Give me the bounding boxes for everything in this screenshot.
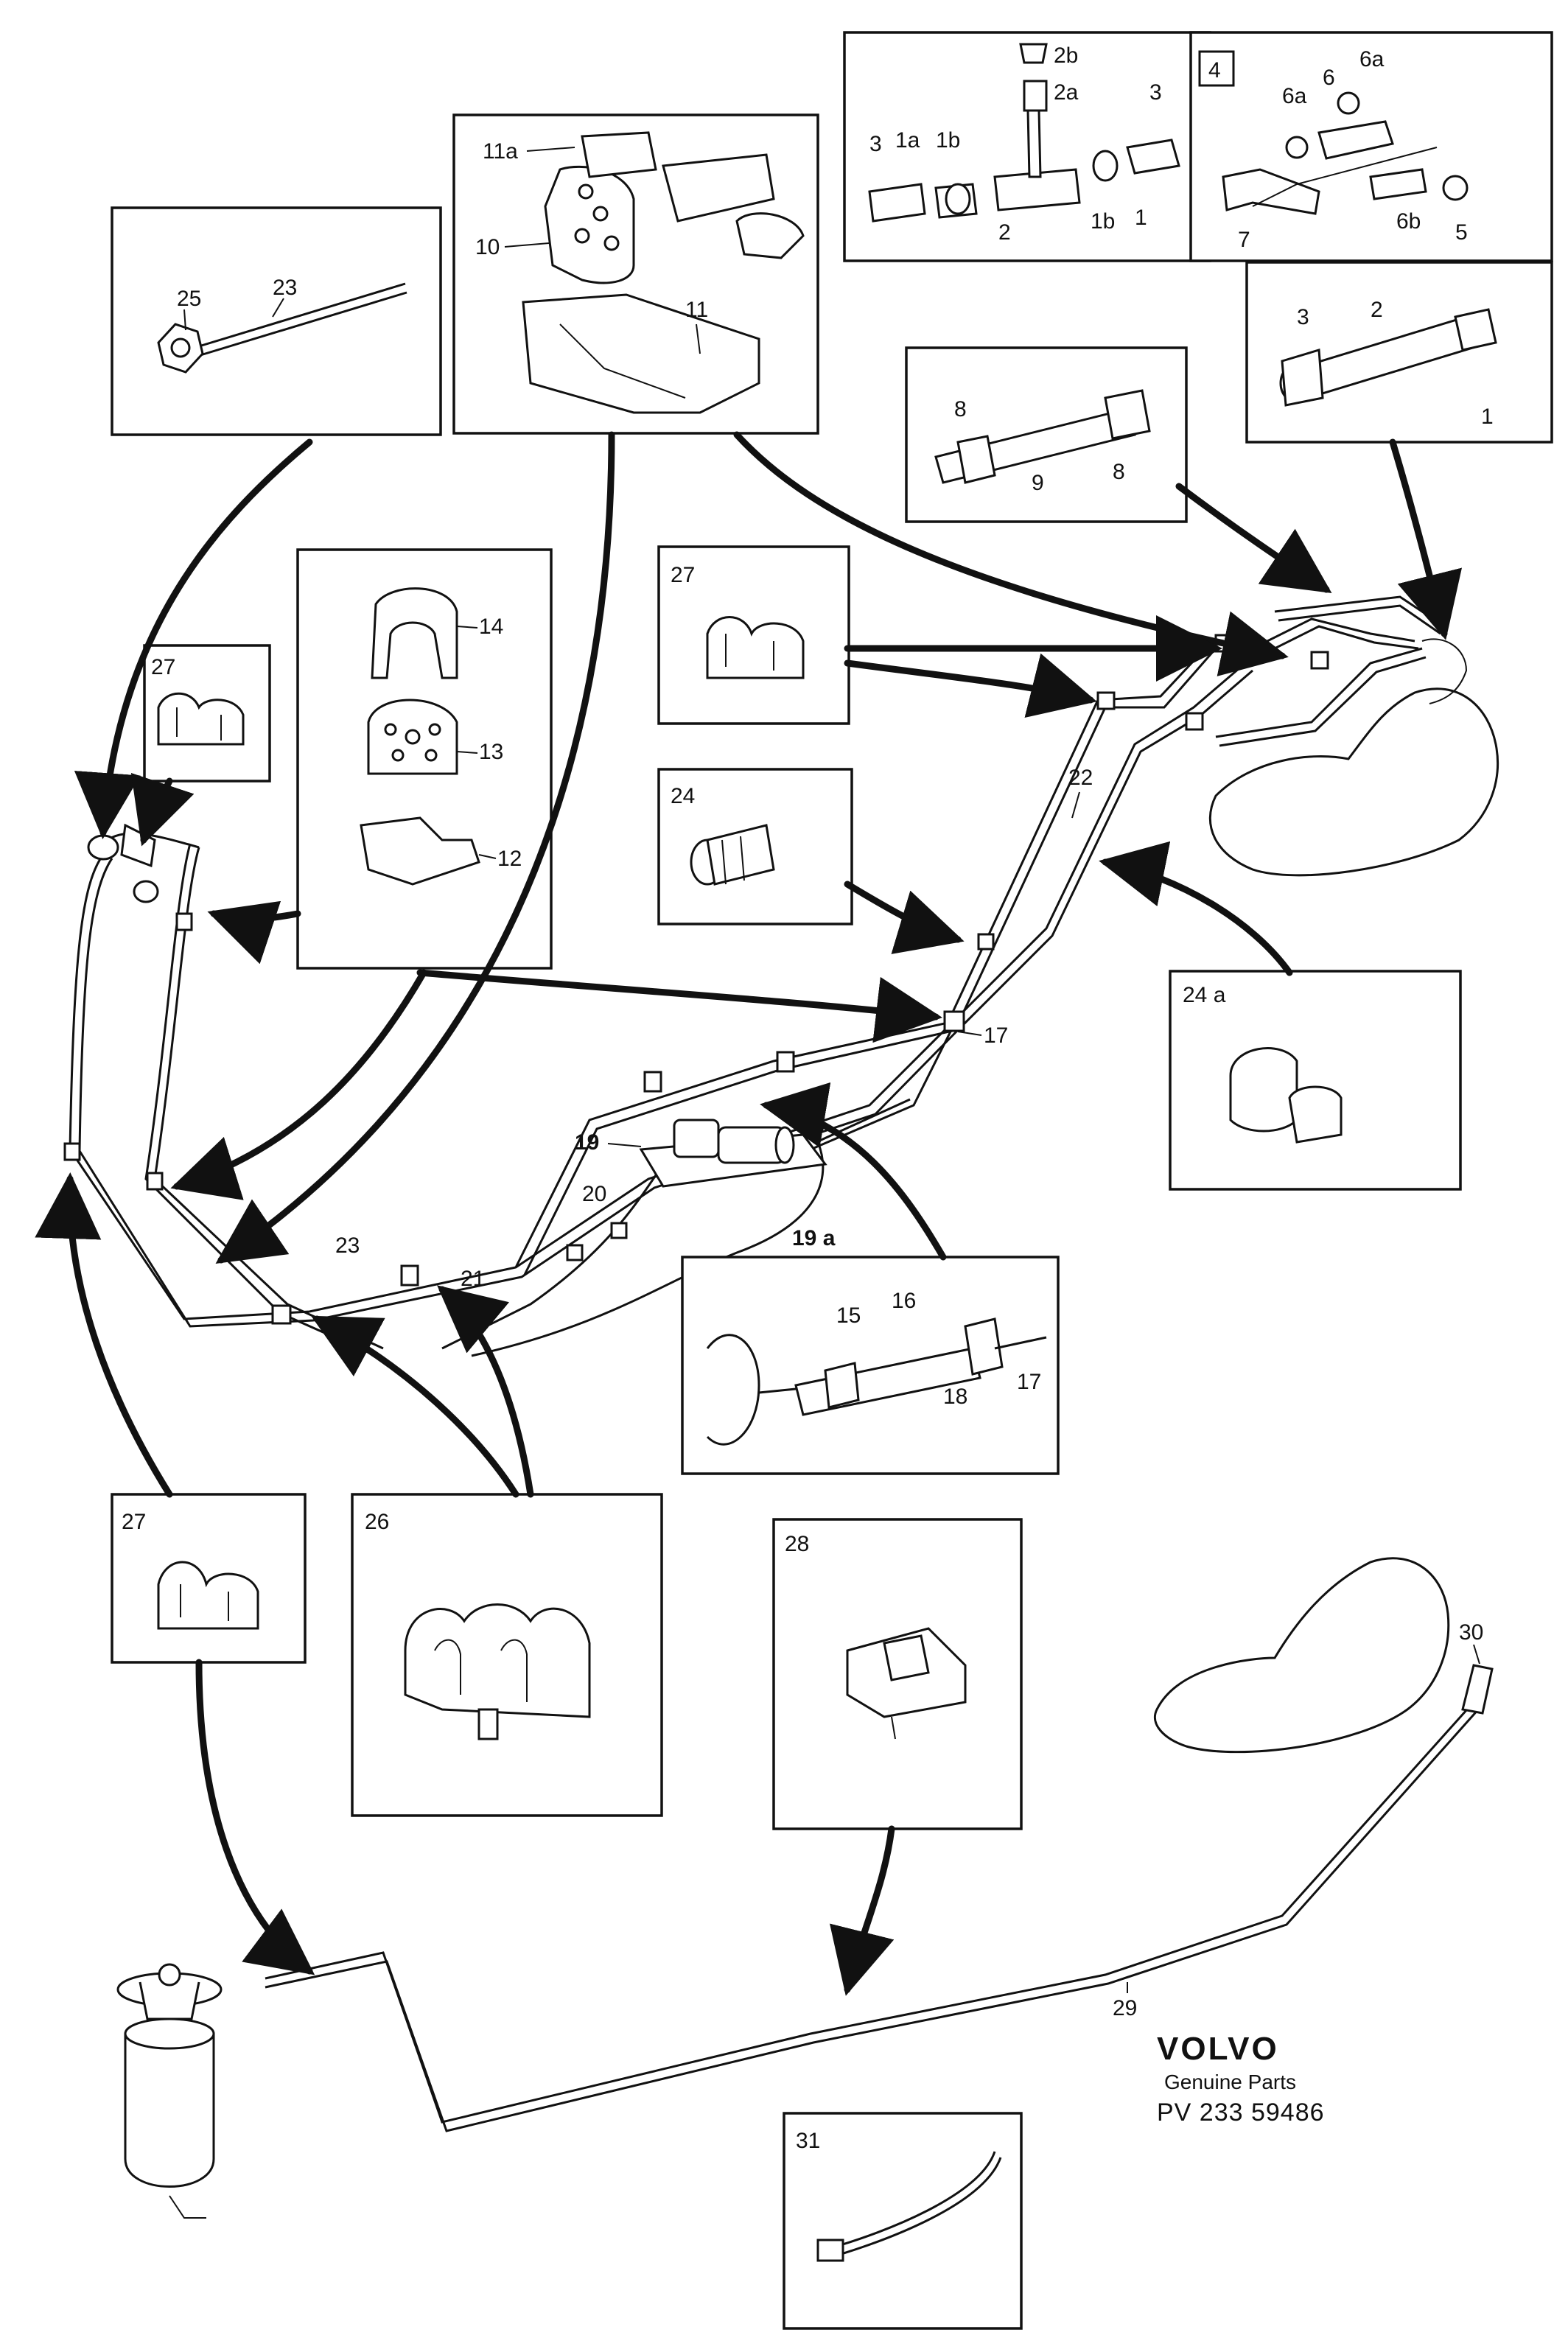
callout-6b: 6b — [1396, 209, 1421, 234]
callout-22: 22 — [1068, 766, 1093, 790]
callout-11a: 11a — [483, 139, 518, 164]
callout-29: 29 — [1113, 1996, 1137, 2020]
callout-23-box: 23 — [273, 276, 297, 300]
fuel-tank-upper — [1208, 638, 1499, 877]
callout-2b: 2b — [1054, 43, 1078, 68]
callout-6a-left: 6a — [1282, 84, 1307, 108]
part-reference: PV 233 59486 — [1157, 2099, 1325, 2127]
fuel-sender-unit — [116, 1963, 223, 2219]
callout-2a: 2a — [1054, 80, 1079, 105]
callout-19a: 19 a — [792, 1226, 836, 1250]
brand-block: VOLVO Genuine Parts PV 233 59486 — [1157, 2031, 1325, 2127]
callout-1a: 1a — [895, 128, 920, 153]
callout-6a-right: 6a — [1359, 47, 1385, 71]
callout-10: 10 — [475, 235, 500, 259]
callout-27-left: 27 — [151, 655, 175, 679]
callout-31: 31 — [796, 2129, 820, 2153]
callout-1b-bottom: 1b — [1091, 209, 1115, 234]
callout-5: 5 — [1455, 220, 1468, 245]
callout-6: 6 — [1323, 66, 1335, 90]
callout-1-tee: 1 — [1135, 206, 1147, 230]
detail-box-clips-12-14: 14 13 12 — [296, 548, 553, 970]
callout-4: 4 — [1208, 58, 1221, 83]
callout-30: 30 — [1459, 1620, 1483, 1645]
detail-box-26: 26 — [351, 1493, 663, 1817]
detail-box-27-mid: 27 — [657, 545, 850, 725]
brand-subtitle: Genuine Parts — [1164, 2071, 1296, 2093]
detail-box-hose-clamp: 3 2 1 — [1245, 261, 1553, 444]
callout-1-hose: 1 — [1481, 405, 1494, 429]
detail-box-28: 28 — [772, 1518, 1023, 1830]
callout-18: 18 — [943, 1385, 967, 1409]
callout-24: 24 — [671, 784, 695, 808]
callout-20: 20 — [582, 1182, 606, 1206]
callout-27-bottom: 27 — [122, 1510, 146, 1534]
leader-curves — [35, 431, 1463, 1996]
callout-23: 23 — [335, 1233, 360, 1258]
detail-box-10-11: 11a 10 11 — [452, 113, 819, 435]
callout-3-tee-left: 3 — [869, 132, 882, 156]
callout-21: 21 — [461, 1267, 485, 1291]
callout-7: 7 — [1238, 228, 1250, 252]
detail-box-27-left: 27 — [143, 644, 271, 783]
detail-box-15-18: 15 16 18 17 — [681, 1256, 1060, 1475]
detail-box-31: 31 — [783, 2112, 1023, 2330]
callout-12: 12 — [497, 847, 522, 871]
callout-27-mid: 27 — [671, 563, 695, 587]
callout-16: 16 — [892, 1289, 916, 1313]
callout-17: 17 — [984, 1023, 1008, 1048]
callout-8-left: 8 — [954, 397, 967, 421]
callout-14: 14 — [479, 615, 503, 639]
detail-box-24a: 24 a — [1169, 970, 1462, 1191]
callout-1b-top: 1b — [936, 128, 960, 153]
main-callouts: 22 17 19 20 19 a 23 21 29 — [335, 766, 1137, 2020]
callout-13: 13 — [479, 740, 503, 764]
detail-box-27-bottom: 27 — [111, 1493, 307, 1664]
brand-logo: VOLVO — [1157, 2031, 1279, 2067]
callout-8-right: 8 — [1113, 460, 1125, 484]
callout-17-box: 17 — [1017, 1370, 1041, 1394]
detail-box-4: 4 6a 6 6a 7 6b 5 — [1189, 31, 1553, 262]
callout-11: 11 — [685, 298, 708, 322]
callout-28: 28 — [785, 1532, 809, 1556]
detail-box-25-23: 25 23 — [111, 206, 442, 436]
callout-24a: 24 a — [1183, 983, 1226, 1007]
detail-box-tee-fitting: 2b 2a 3 1a 1b 2 1b 1 3 — [843, 31, 1211, 262]
callout-25: 25 — [177, 287, 201, 311]
part-30: 30 — [1459, 1620, 1494, 1715]
callout-9: 9 — [1032, 471, 1044, 495]
callout-2: 2 — [998, 220, 1011, 245]
detail-box-24: 24 — [657, 768, 853, 925]
callout-3-hose: 3 — [1297, 305, 1309, 329]
callout-2-hose: 2 — [1371, 298, 1383, 322]
fuel-pump-assembly — [639, 1116, 827, 1188]
callout-3-tee-right: 3 — [1149, 80, 1162, 105]
callout-19: 19 — [575, 1130, 599, 1155]
callout-15: 15 — [836, 1303, 861, 1328]
detail-box-hose-8-9: 8 9 8 — [905, 346, 1188, 523]
callout-26: 26 — [365, 1510, 389, 1534]
fuel-tank-lower — [1153, 1557, 1450, 1754]
